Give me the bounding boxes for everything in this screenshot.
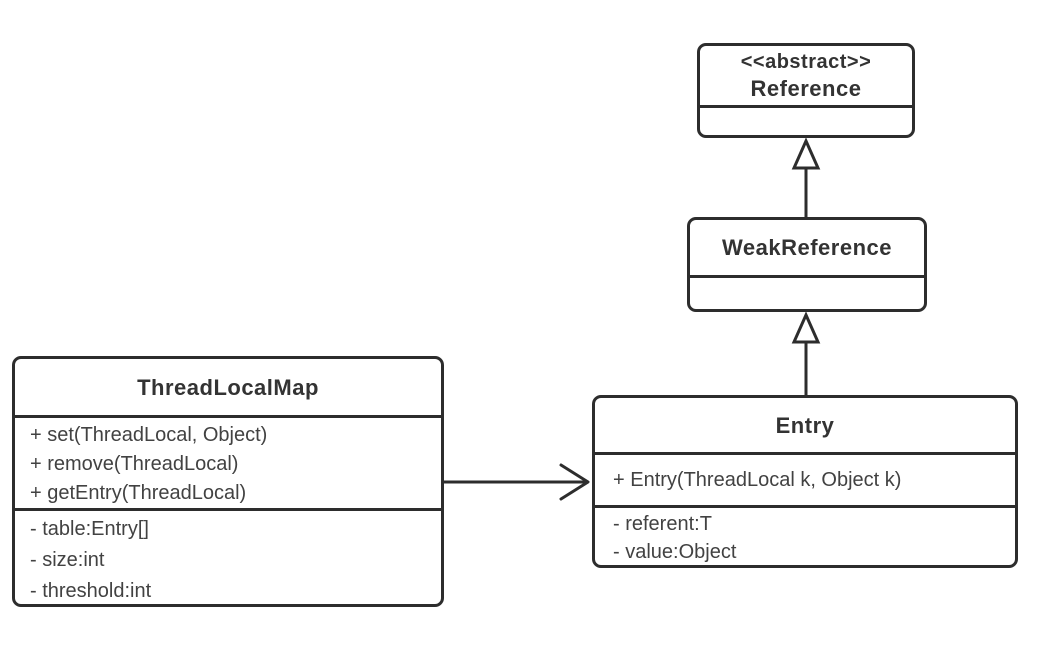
class-name-reference: Reference (750, 75, 862, 101)
class-box-entry: Entry + Entry(ThreadLocal k, Object k) -… (592, 395, 1018, 568)
empty-compartment-weakreference (690, 275, 924, 309)
method-getentry: + getEntry(ThreadLocal) (30, 482, 247, 504)
class-box-reference: <<abstract>> Reference (697, 43, 915, 138)
generalization-arrow-weakreference-to-reference (791, 137, 821, 217)
attribute-threshold: - threshold:int (30, 580, 152, 602)
class-name-weakreference: WeakReference (722, 235, 892, 260)
attribute-referent: - referent:T (613, 513, 712, 535)
attributes-compartment-threadlocalmap: - table:Entry[] - size:int - threshold:i… (15, 508, 441, 604)
attribute-table: - table:Entry[] (30, 518, 149, 540)
attribute-value: - value:Object (613, 541, 737, 563)
class-header-reference: <<abstract>> Reference (700, 46, 912, 105)
class-box-weakreference: WeakReference (687, 217, 927, 312)
method-set: + set(ThreadLocal, Object) (30, 424, 268, 446)
stereotype-abstract: <<abstract>> (740, 50, 872, 73)
class-header-weakreference: WeakReference (690, 220, 924, 275)
class-name-threadlocalmap: ThreadLocalMap (137, 374, 319, 400)
attributes-compartment-entry: - referent:T - value:Object (595, 505, 1015, 565)
method-remove: + remove(ThreadLocal) (30, 453, 239, 475)
methods-compartment-entry: + Entry(ThreadLocal k, Object k) (595, 452, 1015, 505)
class-header-entry: Entry (595, 398, 1015, 452)
attribute-size: - size:int (30, 549, 105, 571)
class-name-entry: Entry (775, 412, 835, 438)
empty-compartment-reference (700, 105, 912, 135)
method-entry-constructor: + Entry(ThreadLocal k, Object k) (613, 468, 902, 491)
methods-compartment-threadlocalmap: + set(ThreadLocal, Object) + remove(Thre… (15, 415, 441, 508)
generalization-arrow-entry-to-weakreference (791, 311, 821, 395)
association-arrow-threadlocalmap-to-entry (444, 463, 590, 501)
class-box-threadlocalmap: ThreadLocalMap + set(ThreadLocal, Object… (12, 356, 444, 607)
class-header-threadlocalmap: ThreadLocalMap (15, 359, 441, 415)
